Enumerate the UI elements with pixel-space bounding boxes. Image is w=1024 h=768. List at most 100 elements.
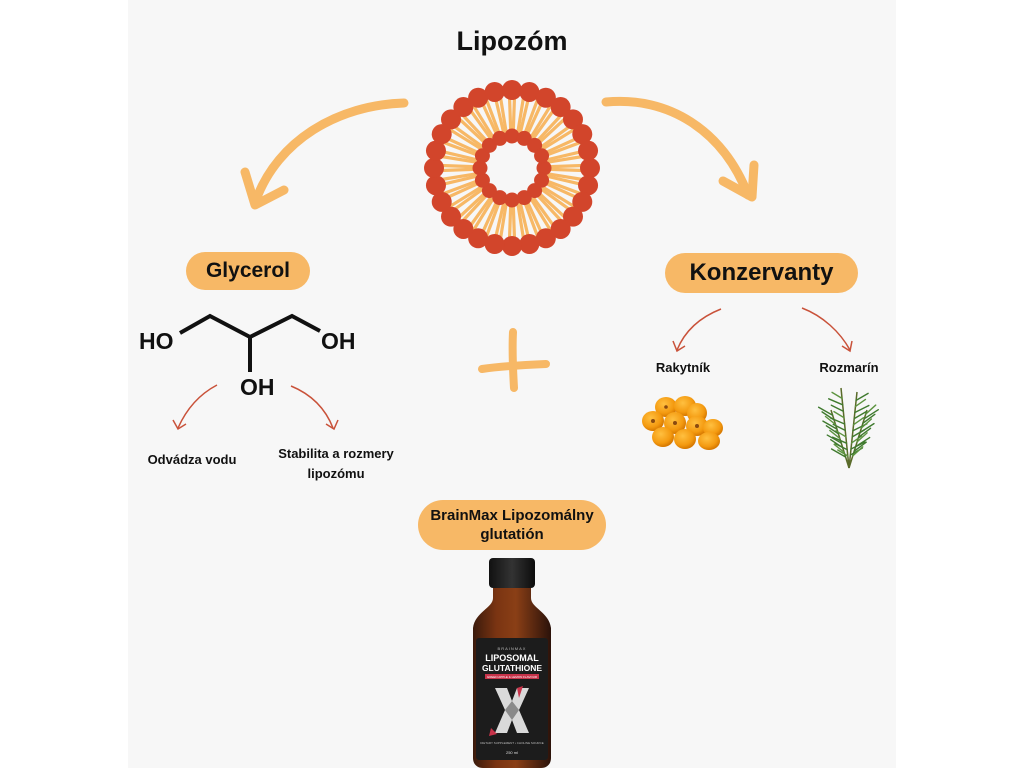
lipid-head-outer (535, 87, 556, 108)
bottle-volume: 250 ml (506, 750, 518, 755)
lipid-tail (523, 98, 540, 135)
lipid-head-outer (578, 140, 599, 161)
lipid-head-outer (425, 140, 446, 161)
bottle-x-logo (489, 686, 529, 736)
lipid-head-outer (431, 124, 452, 145)
konzervanty-arrows (672, 307, 853, 353)
lipid-tail (456, 191, 487, 220)
lipid-tail (516, 94, 526, 133)
lipid-head-inner (504, 192, 520, 208)
lipid-head-outer (550, 97, 571, 118)
rosemary-leaf (830, 404, 845, 412)
lipid-head-outer (572, 191, 593, 212)
diagram-title: Lipozóm (456, 26, 568, 56)
lipid-tail (540, 187, 573, 213)
lipid-head-outer (468, 228, 489, 249)
lipid-head-outer (484, 81, 505, 102)
konzervant-rozmarin: Rozmarín (819, 360, 879, 375)
rosemary-leaf (857, 427, 872, 438)
glycerol-pill: Glycerol (186, 252, 310, 290)
lipid-tail (537, 191, 568, 220)
lipid-tail (545, 140, 582, 157)
lipid-head-inner (474, 172, 490, 188)
lipid-tail (448, 127, 483, 151)
lipid-head-inner (504, 128, 520, 144)
rosemary-leaf (824, 415, 837, 426)
bottle-brand: BRAINMAX (498, 646, 527, 651)
glycerol-label: Glycerol (205, 259, 291, 282)
lipid-tail (442, 140, 479, 157)
rosemary-leaf (833, 410, 845, 419)
lipid-head-inner (472, 160, 488, 176)
lipid-tail (437, 167, 477, 173)
lipid-tail (516, 203, 526, 242)
lipid-head-outer (562, 109, 583, 130)
lipid-tail (541, 127, 576, 151)
lipid-tail (471, 104, 495, 139)
lipid-tail (525, 100, 545, 136)
lipid-tail (547, 167, 587, 173)
rosemary-leaf (852, 446, 864, 457)
rosemary-leaf (862, 413, 876, 425)
lipid-tail (437, 163, 477, 169)
lipid-tail (547, 154, 586, 164)
lipid-head-inner (536, 160, 552, 176)
lipid-tail (540, 123, 573, 149)
lipid-tail (460, 112, 489, 143)
lipid-head-inner (516, 190, 532, 206)
lipid-tail (546, 149, 585, 162)
lipid-tail (448, 185, 483, 209)
rosemary-leaf (860, 418, 873, 429)
lipid-tail (529, 197, 553, 232)
lipid-tail (451, 187, 484, 213)
lipid-tail (518, 202, 531, 241)
bottle-name-line2: GLUTATHIONE (482, 663, 542, 673)
bottle-footer: DIETARY SUPPLEMENT • CHOLINE SOURCE (480, 741, 544, 745)
lipid-tail (456, 116, 487, 145)
rosemary-leaf (854, 404, 870, 414)
lipid-tail (479, 200, 499, 236)
lipid-tail (547, 172, 586, 182)
lipid-head-outer (535, 228, 556, 249)
lipid-tail (439, 149, 478, 162)
lipid-head-outer (425, 175, 446, 196)
rosemary-leaf (853, 410, 867, 420)
lipid-head-inner (492, 130, 508, 146)
lipid-tail (471, 197, 495, 232)
rosemary-leaf (856, 432, 868, 443)
lipid-head-outer (562, 206, 583, 227)
rosemary-leaf (825, 425, 840, 435)
rosemary-sprig-icon (817, 387, 880, 469)
lipid-tail (531, 107, 557, 140)
glycerol-skeleton (179, 313, 321, 372)
lipid-head-outer (580, 158, 600, 178)
effect-stabilita: Stabilita a rozmery lipozómu (278, 446, 394, 481)
rosemary-leaf (822, 420, 838, 430)
lipid-tail (460, 193, 489, 224)
lipid-head-outer (441, 206, 462, 227)
lipid-head-outer (424, 158, 444, 178)
lipid-tail (523, 201, 540, 238)
lipid-head-outer (484, 234, 505, 255)
lipid-tail (529, 104, 553, 139)
lipid-tail (537, 116, 568, 145)
liposome-illustration (424, 80, 600, 256)
glycerol-bottom-hydroxyl: OH (240, 374, 275, 400)
lipid-tail (507, 93, 513, 133)
plus-icon: + (478, 328, 550, 392)
lipid-head-outer (502, 236, 522, 256)
lipid-tail (467, 107, 493, 140)
lipid-head-outer (453, 97, 474, 118)
lipid-head-outer (550, 218, 571, 239)
lipid-head-inner (534, 148, 550, 164)
lipid-tail (467, 196, 493, 229)
lipid-tail (525, 200, 545, 236)
lipid-head-outer (572, 124, 593, 145)
rosemary-leaf (852, 416, 865, 426)
rosemary-leaf (831, 436, 848, 444)
lipid-tail (498, 94, 508, 133)
lipid-tail (531, 196, 557, 229)
lipid-tail (444, 181, 480, 201)
glycerol-right-hydroxyl: OH (321, 328, 356, 354)
lipid-tail (451, 123, 484, 149)
